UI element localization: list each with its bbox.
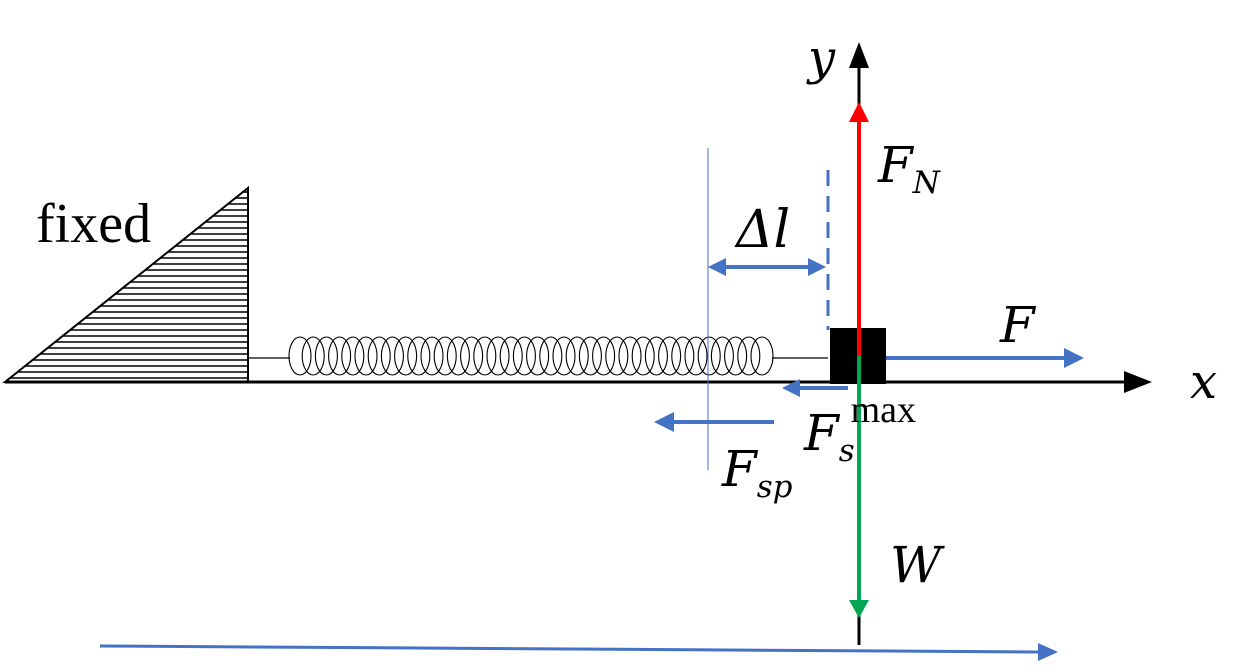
fixed-label: fixed xyxy=(36,193,152,255)
spring-coil xyxy=(724,336,748,376)
spring-coil xyxy=(605,336,629,376)
spring-coils xyxy=(288,336,774,376)
static-friction-label: Fsmax xyxy=(804,391,916,466)
spring-coil xyxy=(407,336,431,376)
spring-coil xyxy=(341,336,365,376)
spring-coil xyxy=(644,336,668,376)
spring-coil xyxy=(499,336,523,376)
spring-coil xyxy=(658,336,682,376)
spring xyxy=(248,336,828,376)
bottom-arrowhead xyxy=(1038,643,1058,661)
spring-coil xyxy=(737,336,761,376)
spring-coil xyxy=(446,336,470,376)
x-axis-arrowhead xyxy=(1124,371,1152,393)
static-friction-superscript: max xyxy=(850,389,917,431)
spring-coil xyxy=(565,336,589,376)
bottom-arrow xyxy=(99,644,1041,654)
normal-force-label: FN xyxy=(878,140,940,198)
spring-coil xyxy=(750,336,774,376)
spring-coil xyxy=(354,336,378,376)
spring-coil xyxy=(684,336,708,376)
spring-coil xyxy=(301,336,325,376)
spring-coil xyxy=(473,336,497,376)
applied-force-arrowhead xyxy=(1064,348,1084,368)
spring-coil xyxy=(367,336,391,376)
spring-coil xyxy=(526,336,550,376)
spring-coil xyxy=(578,336,602,376)
spring-coil xyxy=(618,336,642,376)
y-axis-label: y xyxy=(808,30,836,86)
spring-coil xyxy=(512,336,536,376)
spring-coil xyxy=(433,336,457,376)
spring-coil xyxy=(328,336,352,376)
spring-force-label: Fsp xyxy=(722,444,792,502)
delta-l-label: Δl xyxy=(736,200,791,260)
spring-coil xyxy=(710,336,734,376)
spring-coil xyxy=(380,336,404,376)
spring-force-base: F xyxy=(722,440,757,498)
spring-coil xyxy=(552,336,576,376)
spring-coil xyxy=(420,336,444,376)
wall-hatching xyxy=(10,191,248,379)
spring-coil xyxy=(539,336,563,376)
spring-coil xyxy=(394,336,418,376)
spring-coil xyxy=(314,336,338,376)
spring-coil xyxy=(697,336,721,376)
static-friction-arrowhead xyxy=(782,379,800,397)
normal-force-base: F xyxy=(878,136,913,194)
spring-coil xyxy=(592,336,616,376)
spring-coil xyxy=(631,336,655,376)
x-axis-label: x xyxy=(1190,354,1218,410)
spring-coil xyxy=(288,336,312,376)
weight-label: W xyxy=(890,536,942,594)
delta-l-arrow xyxy=(708,258,826,276)
spring-force-subscript: sp xyxy=(756,468,793,505)
applied-force-label: F xyxy=(1000,296,1035,354)
spring-coil xyxy=(486,336,510,376)
weight-arrowhead xyxy=(849,600,869,618)
normal-force-arrowhead xyxy=(849,102,869,122)
spring-coil xyxy=(460,336,484,376)
fixed-wall xyxy=(2,185,249,383)
y-axis-arrowhead xyxy=(849,42,869,68)
spring-coil xyxy=(671,336,695,376)
static-friction-subscript: s xyxy=(838,432,855,469)
static-friction-base: F xyxy=(804,404,839,462)
normal-force-subscript: N xyxy=(912,164,940,201)
spring-force-arrowhead xyxy=(654,412,674,432)
